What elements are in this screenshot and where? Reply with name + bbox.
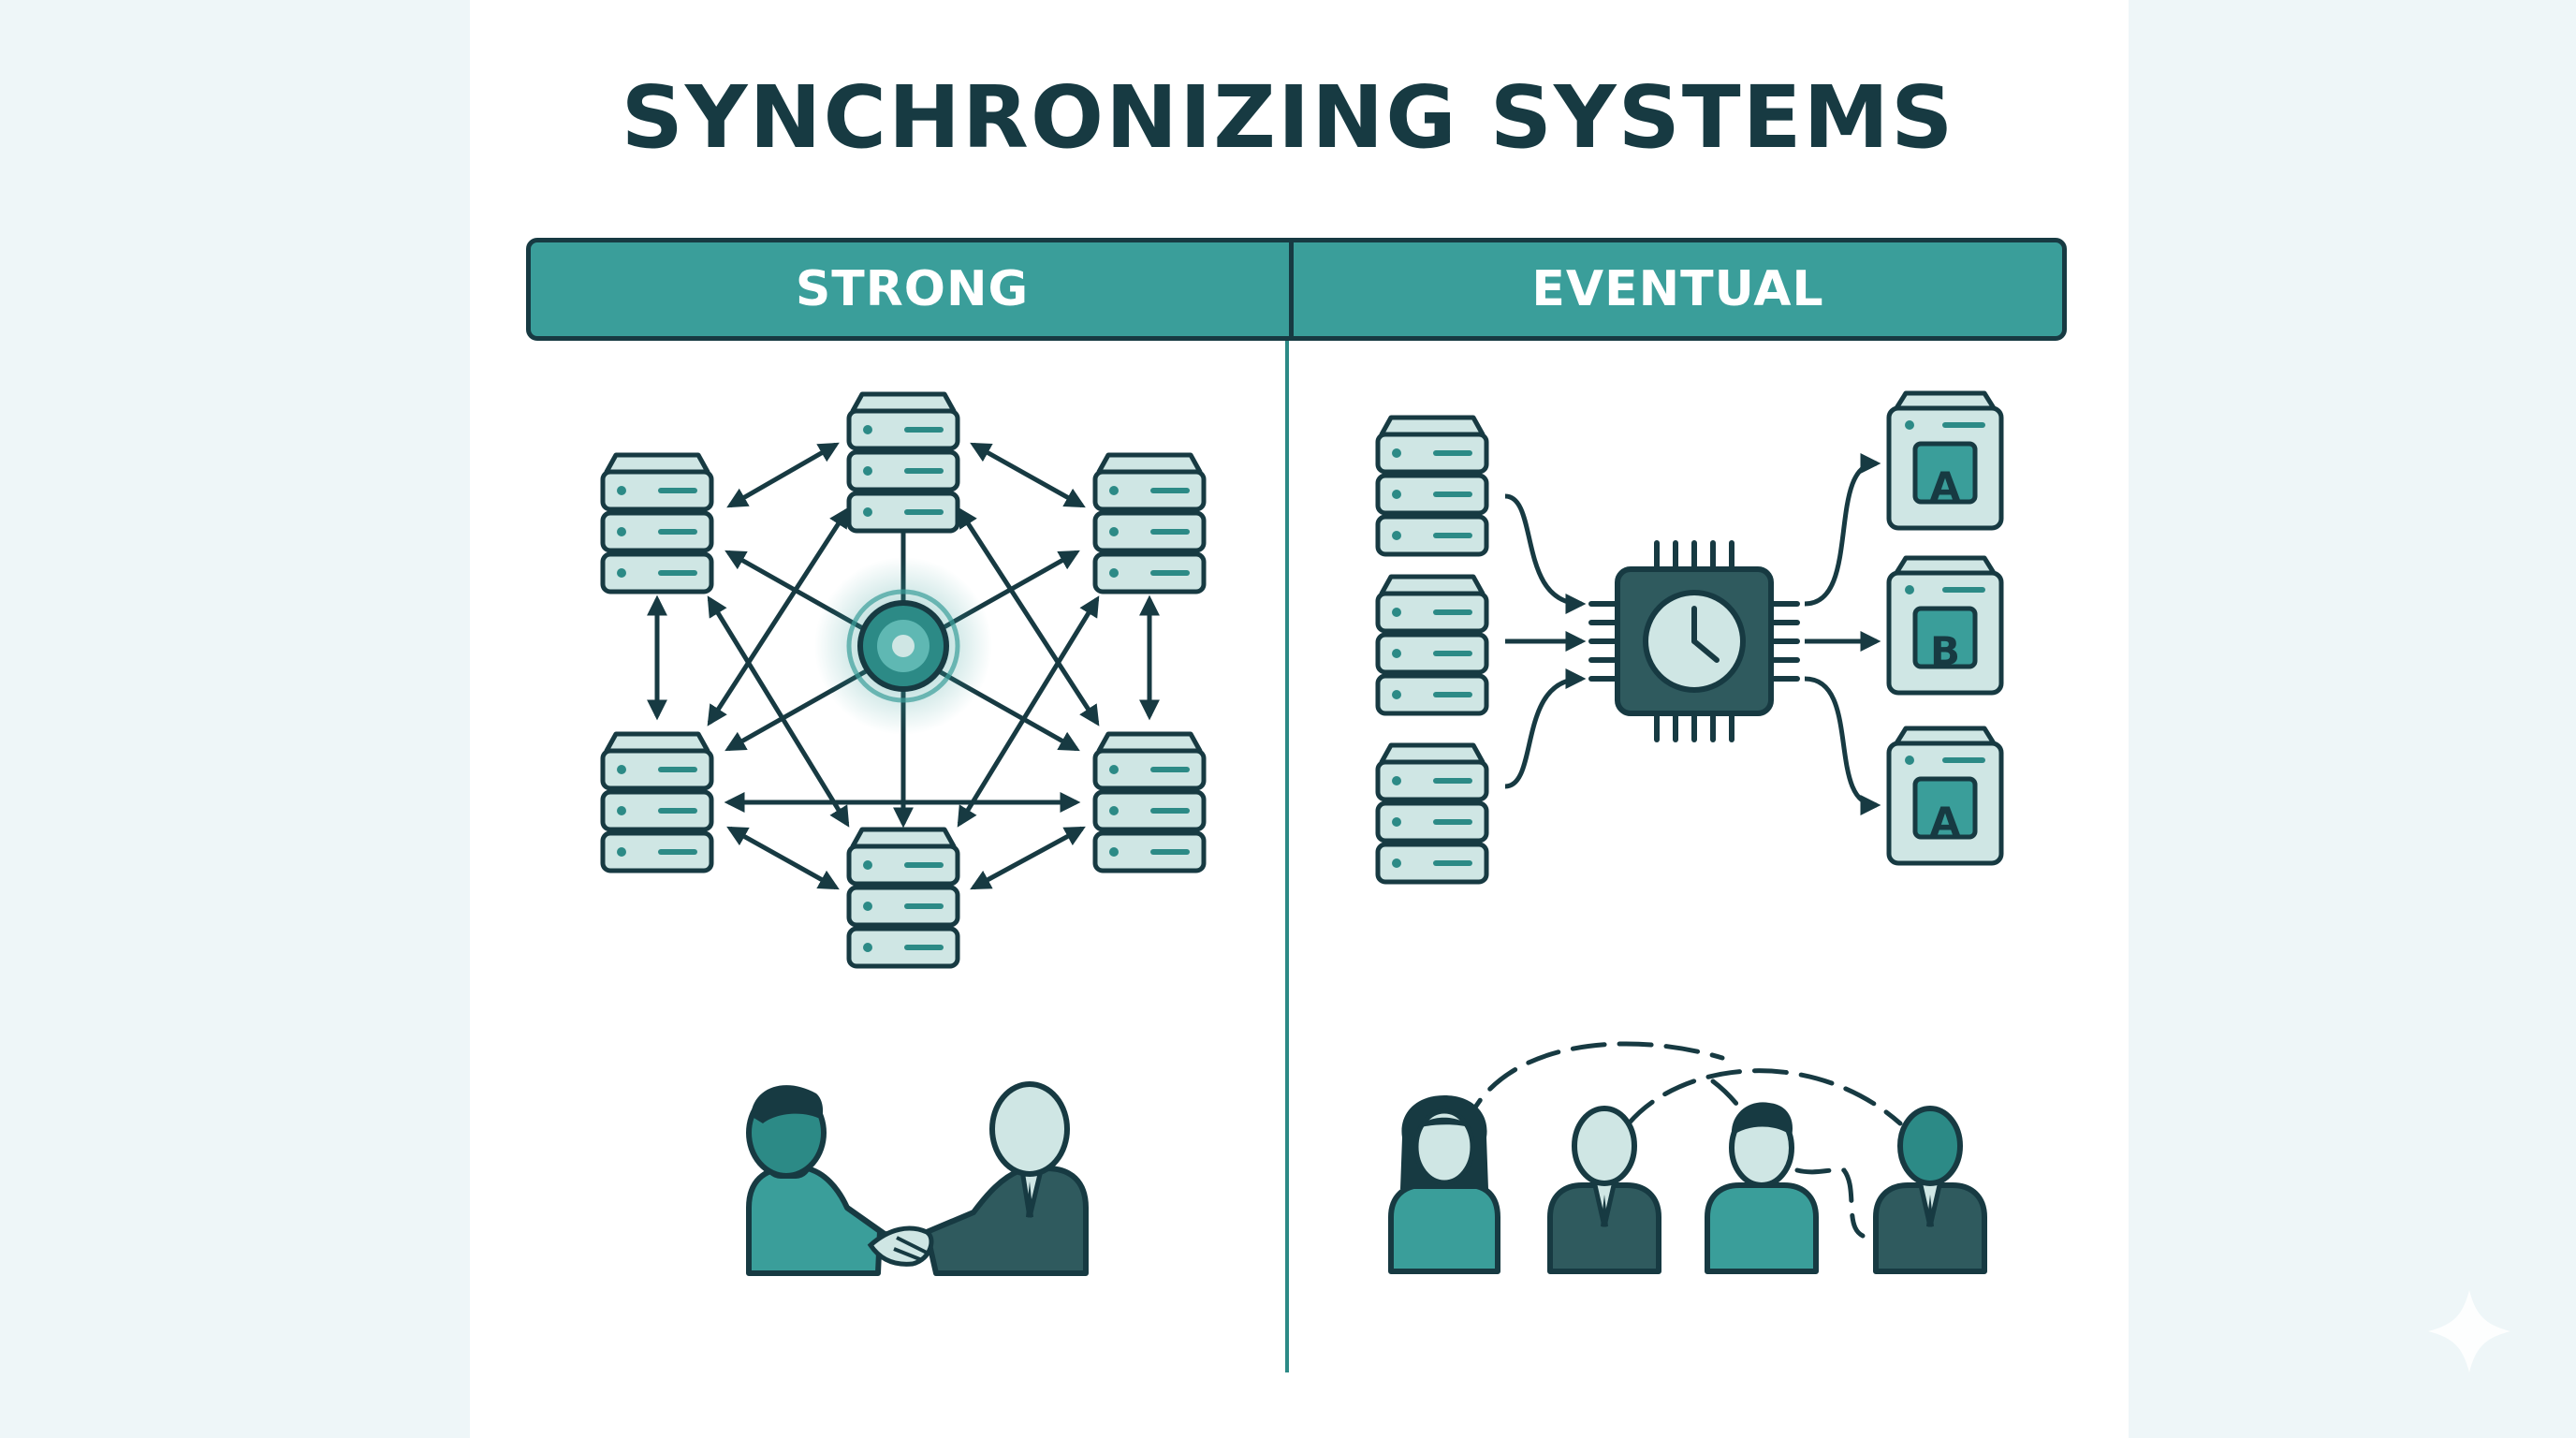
eventual-consistency-flow: A B A xyxy=(1378,393,2001,882)
replica-b: B xyxy=(1889,558,2001,693)
server-stack-icon xyxy=(1378,418,1486,554)
column-header-strong: STRONG xyxy=(795,261,1030,317)
replica-label: A xyxy=(1930,799,1961,844)
replica-label: A xyxy=(1930,463,1961,509)
column-header-bar: STRONG EVENTUAL xyxy=(526,238,2067,341)
replica-label: B xyxy=(1930,628,1960,674)
server-stack-icon xyxy=(849,394,958,531)
strong-consistency-mesh xyxy=(603,394,1204,966)
sync-hub-icon xyxy=(814,557,992,735)
server-stack-icon xyxy=(1095,734,1204,871)
column-header-eventual: EVENTUAL xyxy=(1531,261,1824,317)
column-divider xyxy=(1285,341,1289,1372)
server-stack-icon xyxy=(1378,745,1486,882)
person-icon xyxy=(924,1081,1089,1276)
server-stack-icon xyxy=(849,829,958,966)
server-stack-icon xyxy=(603,455,711,592)
person-icon xyxy=(1547,1106,1661,1274)
server-stack-icon xyxy=(1095,455,1204,592)
page-title: SYNCHRONIZING SYSTEMS xyxy=(621,67,1955,168)
handshake-icon xyxy=(746,1081,1089,1276)
server-stack-icon xyxy=(1378,577,1486,713)
gossip-propagation xyxy=(1388,1041,1987,1274)
sparkle-icon xyxy=(2428,1290,2510,1372)
server-stack-icon xyxy=(603,734,711,871)
header-divider xyxy=(1289,242,1294,336)
clock-chip-icon xyxy=(1588,540,1800,742)
replica-a-top: A xyxy=(1889,393,2001,528)
replica-a-bottom: A xyxy=(1889,728,2001,863)
person-icon xyxy=(1705,1102,1819,1274)
person-icon xyxy=(1388,1095,1500,1274)
person-icon xyxy=(1873,1106,1987,1274)
person-icon xyxy=(746,1085,928,1276)
